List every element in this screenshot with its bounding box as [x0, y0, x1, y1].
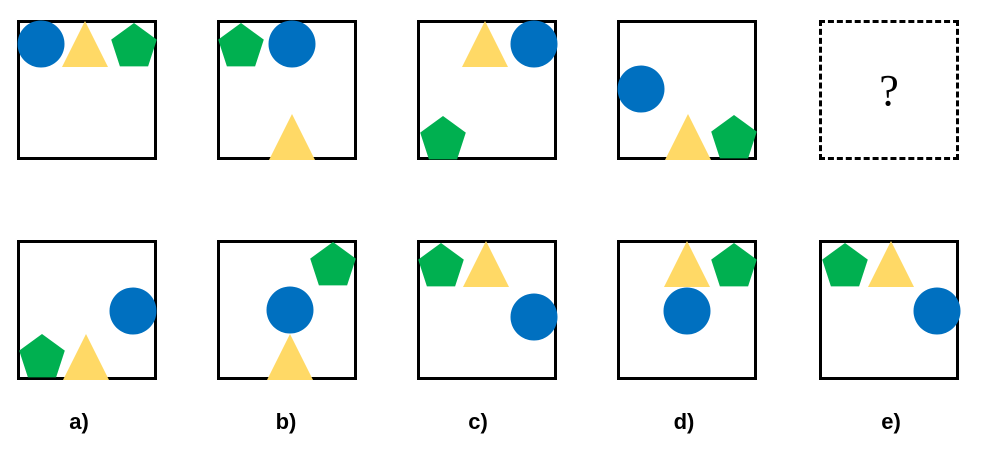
circle-shape [617, 65, 665, 113]
option-a-shapes [19, 287, 157, 380]
panel-2-shapes [218, 20, 316, 160]
pentagon-shape [418, 243, 464, 287]
option-d-label: d) [673, 409, 695, 434]
circle-shape [663, 287, 711, 335]
triangle-shape [665, 114, 711, 160]
panel-3-shapes [420, 20, 558, 160]
circle-shape [17, 20, 65, 68]
triangle-shape [868, 241, 914, 287]
pentagon-shape [218, 23, 264, 67]
triangle-shape [62, 21, 108, 67]
option-e-panel[interactable] [819, 240, 961, 380]
option-b-shapes [266, 242, 356, 380]
triangle-shape [664, 241, 710, 287]
pentagon-shape [822, 243, 868, 287]
circle-shape [109, 287, 157, 335]
pentagon-shape [420, 116, 466, 160]
pentagon-shape [310, 242, 356, 286]
triangle-shape [267, 334, 313, 380]
option-e-shapes [822, 241, 961, 335]
option-a-label: a) [69, 409, 89, 434]
missing-panel: ? [819, 20, 959, 160]
option-d-panel[interactable] [617, 240, 757, 380]
triangle-shape [463, 241, 509, 287]
triangle-shape [462, 21, 508, 67]
sequence-panel-4 [617, 20, 757, 160]
sequence-panel-2 [217, 20, 357, 160]
pentagon-shape [711, 243, 757, 287]
option-a-panel[interactable] [17, 240, 157, 380]
pentagon-shape [19, 334, 65, 378]
panel-1-shapes [17, 20, 157, 68]
circle-shape [268, 20, 316, 68]
pentagon-shape [111, 23, 157, 67]
option-c-label: c) [468, 409, 488, 434]
question-mark: ? [879, 65, 899, 115]
triangle-shape [269, 114, 315, 160]
circle-shape [510, 293, 558, 341]
panel-4-shapes [617, 65, 757, 160]
option-b-panel[interactable] [217, 240, 357, 380]
sequence-panel-3 [417, 20, 558, 160]
option-b-label: b) [275, 409, 297, 434]
option-e-label: e) [881, 409, 901, 434]
circle-shape [266, 286, 314, 334]
option-c-shapes [418, 241, 558, 341]
option-c-panel[interactable] [417, 240, 558, 380]
triangle-shape [63, 334, 109, 380]
pentagon-shape [711, 115, 757, 159]
sequence-panel-1 [17, 20, 157, 160]
option-d-shapes [663, 241, 757, 335]
circle-shape [510, 20, 558, 68]
circle-shape [913, 287, 961, 335]
